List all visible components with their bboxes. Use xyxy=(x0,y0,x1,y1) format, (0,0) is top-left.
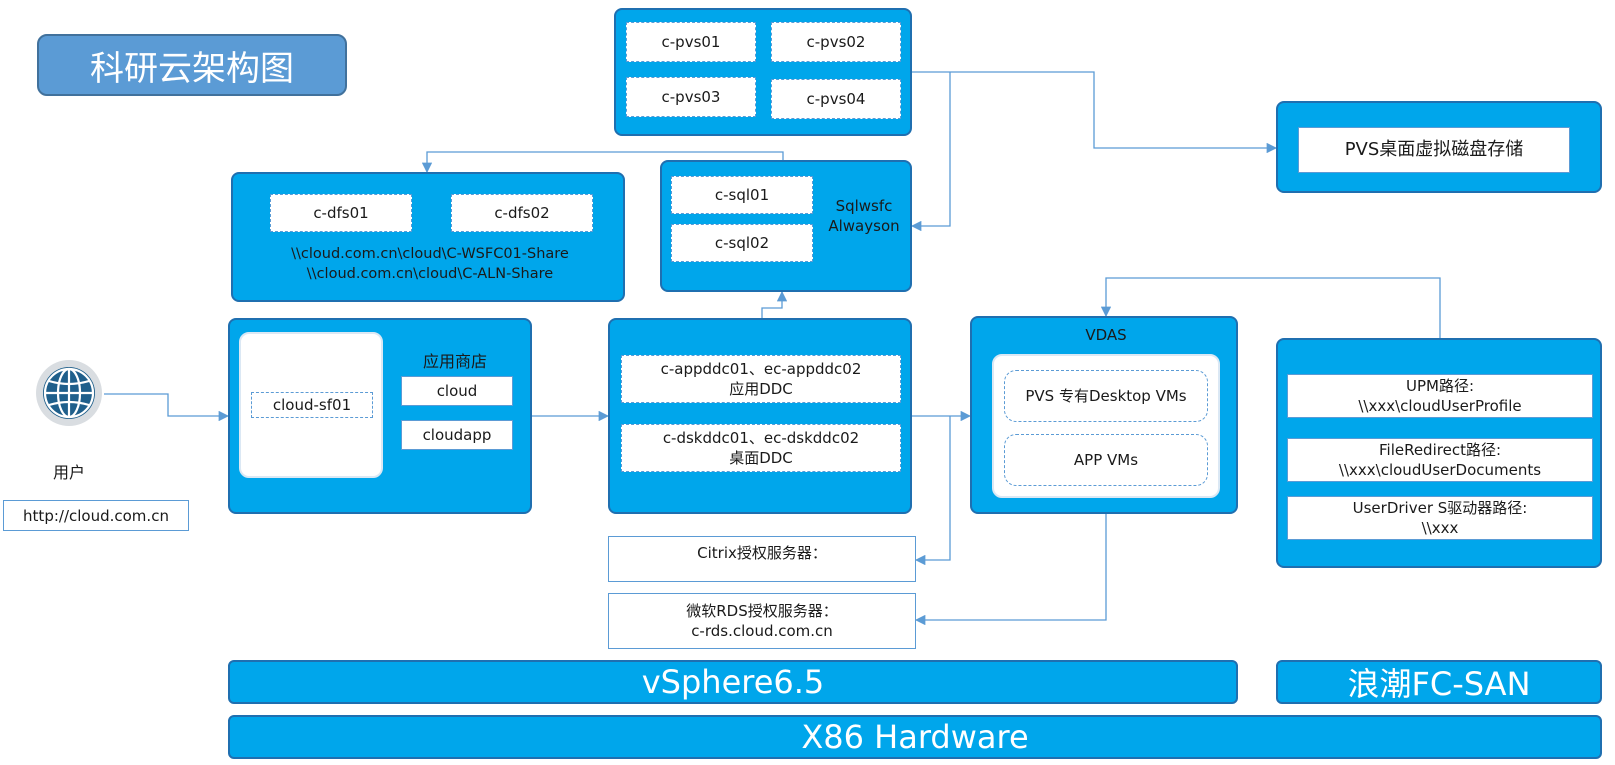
rds-license-server: 微软RDS授权服务器： c-rds.cloud.com.cn xyxy=(608,593,916,649)
globe-icon xyxy=(34,358,104,428)
arrow-profile-to-vdas xyxy=(1100,277,1441,338)
vdas-panel: VDAS PVS 专有Desktop VMs APP VMs xyxy=(970,316,1238,514)
dfs-server: c-dfs02 xyxy=(451,194,593,232)
dfs-share-path: \\cloud.com.cn\cloud\C-WSFC01-Share xyxy=(291,246,569,262)
vdas-title: VDAS xyxy=(1085,326,1127,344)
pvs-storage-panel: PVS桌面虚拟磁盘存储 xyxy=(1276,101,1602,193)
vdas-inner-box: PVS 专有Desktop VMs APP VMs xyxy=(992,354,1220,498)
dfs-server: c-dfs01 xyxy=(270,194,412,232)
citrix-license-server: Citrix授权服务器： xyxy=(608,536,916,582)
ddc-panel: c-appddc01、ec-appddc02 应用DDC c-dskddc01、… xyxy=(608,318,912,514)
sql-cluster-label: Sqlwsfc Alwayson xyxy=(828,197,900,235)
desktop-ddc: c-dskddc01、ec-dskddc02 桌面DDC xyxy=(621,424,901,472)
file-redirect-path: FileRedirect路径: \\xxx\cloudUserDocuments xyxy=(1287,438,1593,482)
arrow-pvs-to-sql xyxy=(910,72,951,232)
pvs-server: c-pvs03 xyxy=(626,77,756,117)
fc-san-layer: 浪潮FC-SAN xyxy=(1276,660,1602,704)
pvs-server: c-pvs01 xyxy=(626,22,756,62)
user-driver-path: UserDriver S驱动器路径: \\xxx xyxy=(1287,496,1593,540)
vsphere-layer: vSphere6.5 xyxy=(228,660,1238,704)
dfs-panel: c-dfs01 c-dfs02 \\cloud.com.cn\cloud\C-W… xyxy=(231,172,625,302)
pvs-storage-label: PVS桌面虚拟磁盘存储 xyxy=(1298,127,1570,173)
sql-panel: c-sql01 c-sql02 Sqlwsfc Alwayson xyxy=(660,160,912,292)
desktop-vms: PVS 专有Desktop VMs xyxy=(1004,370,1208,422)
pvs-panel: c-pvs01 c-pvs02 c-pvs03 c-pvs04 xyxy=(614,8,912,136)
diagram-title: 科研云架构图 xyxy=(37,34,347,96)
sql-server: c-sql01 xyxy=(671,176,813,214)
dfs-share-path: \\cloud.com.cn\cloud\C-ALN-Share xyxy=(306,266,554,282)
user-url: http://cloud.com.cn xyxy=(3,500,189,531)
arrow-ddc-to-sql xyxy=(761,290,788,318)
store-item: cloud xyxy=(401,376,513,406)
store-item: cloudapp xyxy=(401,420,513,450)
upm-path: UPM路径: \\xxx\cloudUserProfile xyxy=(1287,374,1593,418)
storefront-panel: cloud-sf01 应用商店 cloud cloudapp xyxy=(228,318,532,514)
pvs-server: c-pvs04 xyxy=(771,79,901,119)
hardware-layer: X86 Hardware xyxy=(228,715,1602,759)
user-label: 用户 xyxy=(52,463,85,482)
arrow-user-to-storefront xyxy=(104,393,230,422)
arrow-vdas-to-rds-license xyxy=(914,490,1107,626)
app-ddc: c-appddc01、ec-appddc02 应用DDC xyxy=(621,355,901,403)
arrow-sql-to-dfs xyxy=(421,151,784,174)
app-store-title: 应用商店 xyxy=(422,352,487,371)
arrow-ddc-to-citrix-license xyxy=(914,416,951,566)
storefront-server-box: cloud-sf01 xyxy=(239,332,383,478)
sql-server: c-sql02 xyxy=(671,224,813,262)
pvs-server: c-pvs02 xyxy=(771,22,901,62)
app-vms: APP VMs xyxy=(1004,434,1208,486)
storefront-server: cloud-sf01 xyxy=(251,392,373,418)
arrow-pvs-to-storage xyxy=(912,71,1278,154)
profile-panel: UPM路径: \\xxx\cloudUserProfile FileRedire… xyxy=(1276,338,1602,568)
